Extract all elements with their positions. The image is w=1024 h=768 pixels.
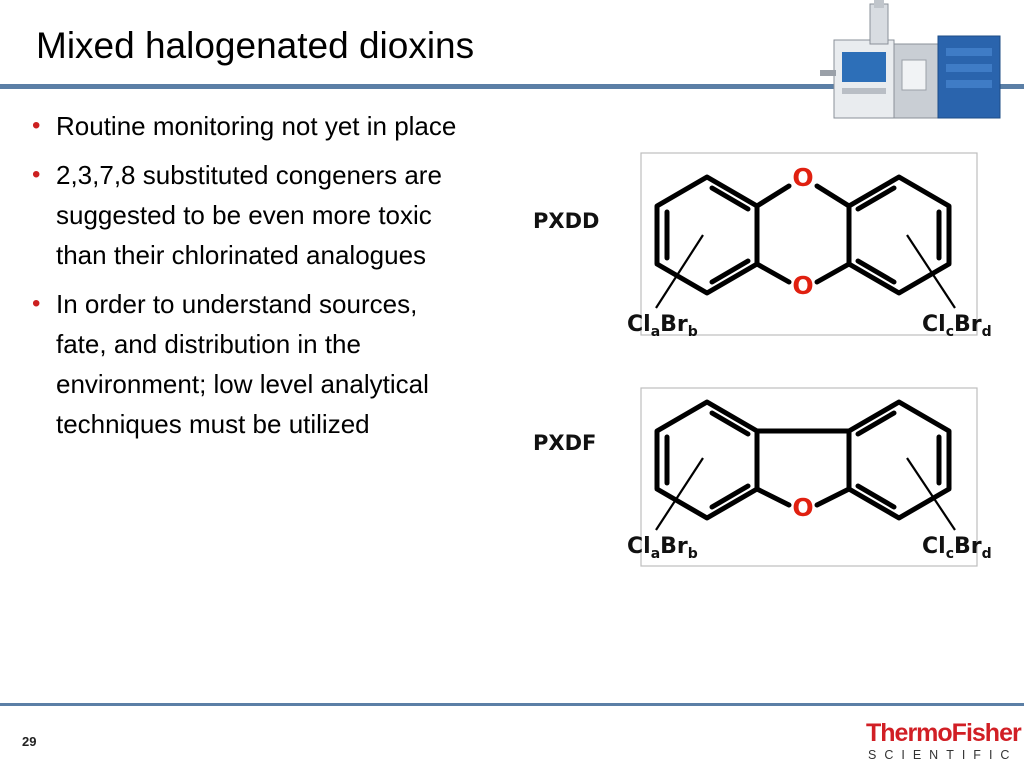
bullet-item: • 2,3,7,8 substituted congeners are sugge… [30,155,475,275]
page-number: 29 [22,734,37,749]
pxdf-oxygen: O [792,493,813,522]
bullet-list: • Routine monitoring not yet in place • 2,… [30,106,475,453]
pxdf-right-substituent: ClcBrd [922,534,992,562]
slide-title: Mixed halogenated dioxins [36,25,475,66]
pxdd-left-substituent: ClaBrb [627,312,698,340]
bullet-text: 2,3,7,8 substituted congeners are sugges… [56,160,442,270]
bullet-marker: • [32,161,41,188]
footer-divider [0,703,1024,706]
bullet-item: • Routine monitoring not yet in place [30,106,475,146]
pxdf-structure: PXDF O ClaBrb ClcBrd [533,387,992,567]
pxdd-frame [640,152,978,336]
mass-spectrometer-instrument-icon [820,0,1001,119]
bullet-marker: • [32,112,41,139]
pxdf-label: PXDF [533,431,596,455]
bullet-item: • In order to understand sources, fate, a… [30,284,475,444]
logo-brand: ThermoFisher [866,719,1022,747]
pxdd-oxygen-bottom: O [792,271,813,300]
pxdf-left-substituent: ClaBrb [627,534,698,562]
bullet-marker: • [32,290,41,317]
bullet-text: Routine monitoring not yet in place [56,111,457,141]
thermo-fisher-logo: ThermoFisher SCIENTIFIC [866,719,1022,764]
pxdd-label: PXDD [533,209,599,233]
logo-tagline: SCIENTIFIC [868,748,1018,762]
pxdd-oxygen-top: O [792,163,813,192]
bullet-text: In order to understand sources, fate, an… [56,289,429,439]
pxdf-frame [640,387,978,567]
header-divider [0,84,1024,89]
pxdd-right-substituent: ClcBrd [922,312,992,340]
pxdd-structure: PXDD O O ClaBrb ClcBrd [533,152,992,340]
